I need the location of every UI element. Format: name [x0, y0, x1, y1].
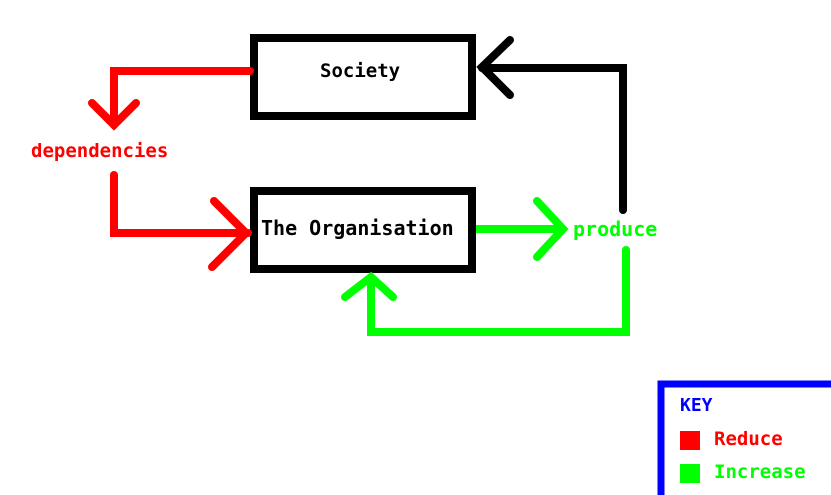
produce-to-society-line: [478, 64, 627, 214]
dependencies-label: dependencies: [31, 140, 169, 162]
produce-arrowhead: [533, 197, 569, 261]
key-reduce-label: Reduce: [714, 428, 783, 450]
produce-to-organisation-line: [367, 246, 630, 336]
dependencies-arrowhead: [88, 99, 140, 131]
organisation-green-arrowhead: [341, 271, 397, 301]
society-arrowhead: [476, 36, 514, 99]
key-increase-swatch: [680, 464, 700, 483]
dependencies-to-organisation-line: [110, 171, 252, 237]
society-label: Society: [320, 60, 401, 82]
organisation-box: [250, 187, 476, 273]
society-to-dependencies-line: [110, 67, 254, 129]
produce-label: produce: [573, 217, 658, 241]
society-box: [250, 34, 476, 120]
organisation-red-arrowhead: [208, 197, 252, 271]
key-increase-label: Increase: [714, 461, 806, 483]
key-border: [657, 380, 831, 495]
key-reduce-swatch: [680, 431, 700, 450]
key-title: KEY: [680, 395, 713, 416]
organisation-label: The Organisation: [261, 216, 454, 240]
